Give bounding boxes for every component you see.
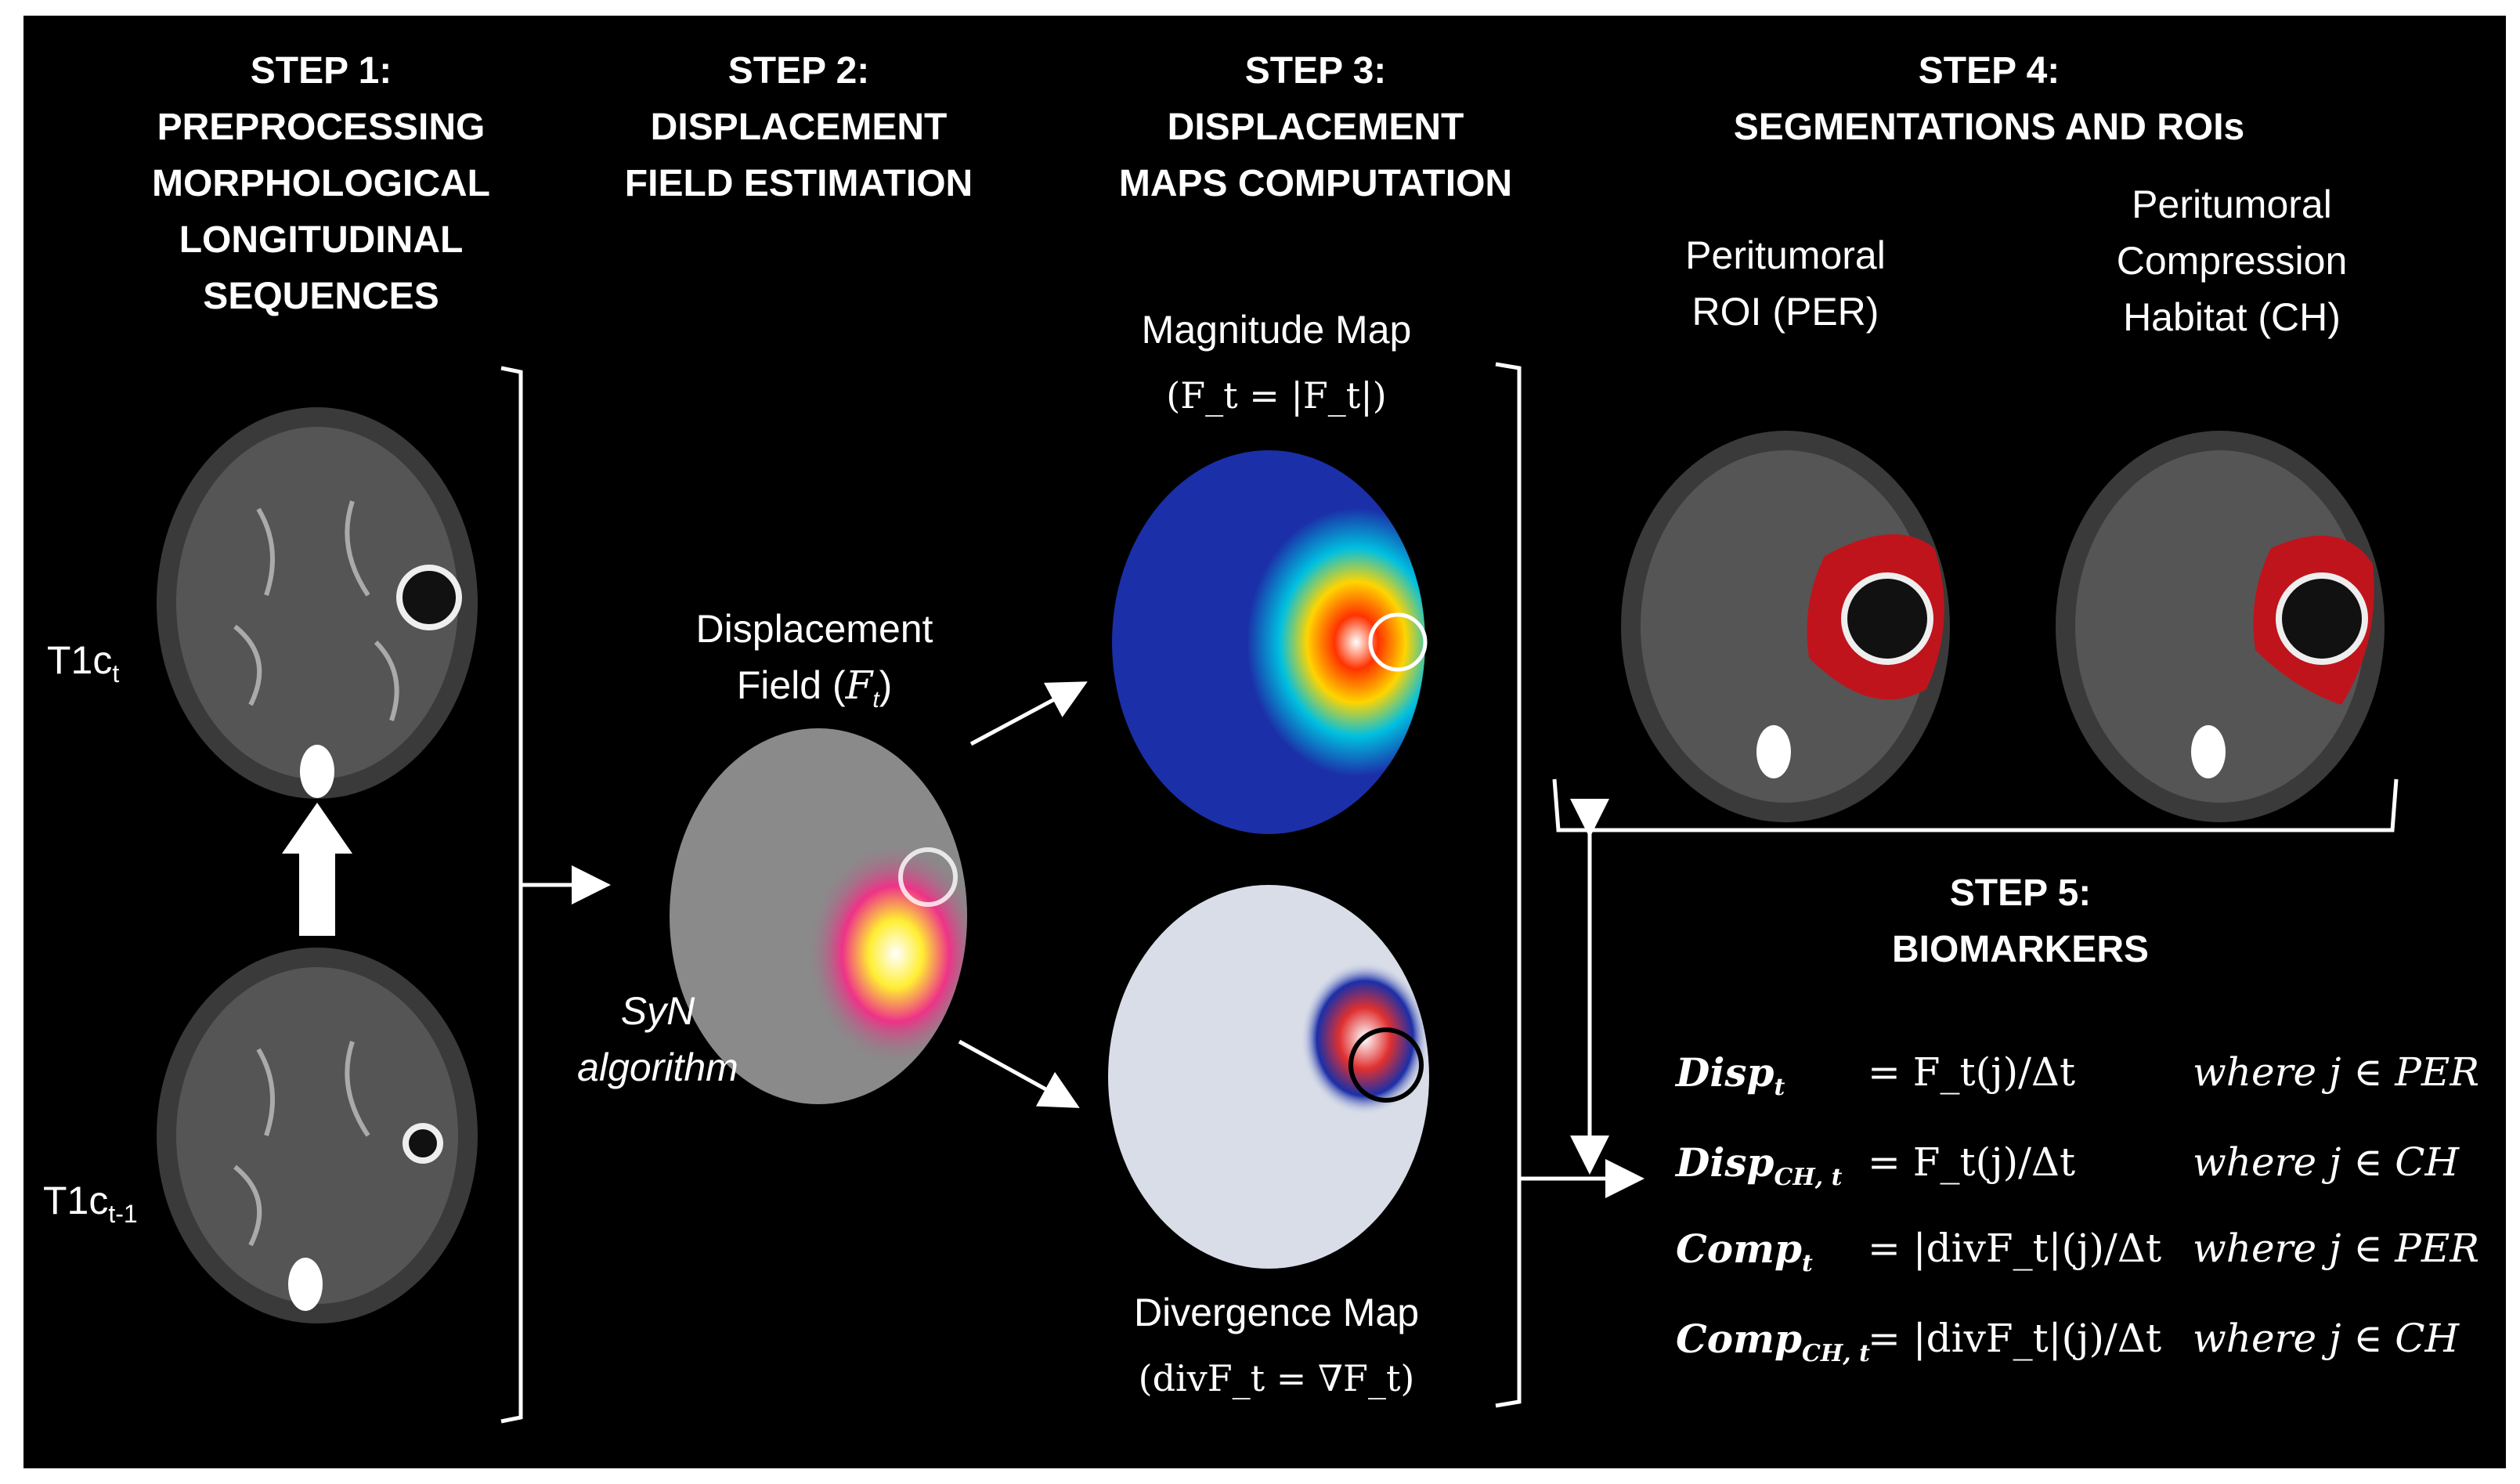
displacement-field-image <box>670 728 967 1104</box>
biomarker-row: Compt <box>1676 1226 1813 1277</box>
magnitude-map-formula: (F_t = |F_t|) <box>1166 374 1387 417</box>
step1-title: STEP 1: PREPROCESSING MORPHOLOGICAL LONG… <box>152 50 490 317</box>
brain-image-per <box>1621 431 1950 822</box>
up-arrow-icon <box>282 803 352 936</box>
brain-image-t1c-t-1 <box>157 948 478 1323</box>
biomarker-row: Dispt <box>1676 1049 1785 1101</box>
displacement-field-label: Displacement Field (Ft) <box>695 607 933 713</box>
magnitude-map-image <box>1112 450 1428 834</box>
biomarker-where: where j ∈ PER <box>2193 1049 2480 1095</box>
biomarker-row: CompCH, t <box>1676 1316 1870 1367</box>
biomarker-row: DispCH, t <box>1676 1139 1843 1191</box>
ch-label: Peritumoral Compression Habitat (CH) <box>2116 182 2348 339</box>
arrow-to-magnitude <box>969 681 1088 746</box>
biomarker-where: where j ∈ PER <box>2193 1226 2480 1271</box>
bracket-step3 <box>1495 362 1522 1408</box>
biomarker-formula: = |divF_t|(j)/Δt <box>1868 1226 2162 1271</box>
step4-title: STEP 4: SEGMENTATIONS AND ROIs <box>1733 50 2245 148</box>
syn-algorithm-label: SyN algorithm <box>577 989 738 1089</box>
biomarker-formula: = F_t(j)/Δt <box>1868 1049 2076 1095</box>
divergence-map-image <box>1108 885 1429 1269</box>
bracket-step1 <box>500 366 523 1424</box>
brain-image-ch <box>2056 431 2385 822</box>
biomarker-where: where j ∈ CH <box>2193 1139 2460 1185</box>
divergence-map-formula: (divF_t = ∇F_t) <box>1138 1357 1415 1399</box>
arrow-to-divergence <box>958 1039 1080 1108</box>
biomarker-formula: = F_t(j)/Δt <box>1868 1139 2076 1185</box>
bracket-step4 <box>1552 778 2399 832</box>
step3-title: STEP 3: DISPLACEMENT MAPS COMPUTATION <box>1118 50 1513 204</box>
magnitude-map-label: Magnitude Map <box>1141 308 1412 352</box>
biomarker-formula: = |divF_t|(j)/Δt <box>1868 1316 2162 1361</box>
brain-image-t1c-t <box>157 407 478 799</box>
step2-title: STEP 2: DISPLACEMENT FIELD ESTIMATION <box>624 50 973 204</box>
label-t1c-t: T1ct <box>47 638 120 688</box>
label-t1c-t-1: T1ct-1 <box>43 1179 138 1228</box>
divergence-map-label: Divergence Map <box>1133 1291 1420 1334</box>
biomarker-where: where j ∈ CH <box>2193 1316 2460 1361</box>
step5-title: STEP 5: BIOMARKERS <box>1891 872 2149 970</box>
per-label: Peritumoral ROI (PER) <box>1685 233 1886 334</box>
